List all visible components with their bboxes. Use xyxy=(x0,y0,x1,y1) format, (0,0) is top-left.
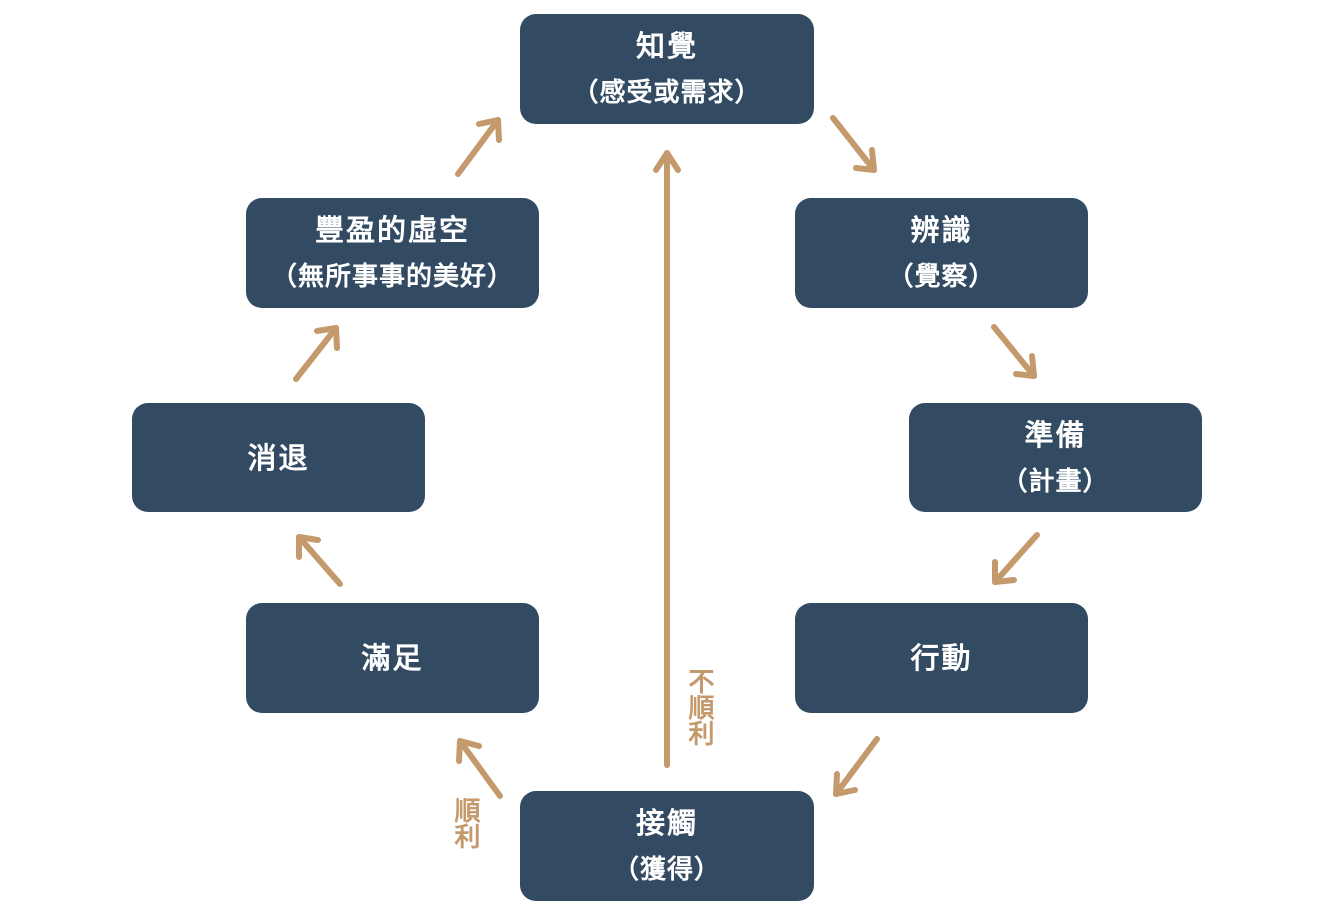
arrow-satisfy-to-fade xyxy=(296,534,343,587)
node-perception-title: 知覺 xyxy=(635,29,698,63)
node-prepare: 準備 （計畫） xyxy=(909,403,1202,512)
node-void-subtitle: （無所事事的美好） xyxy=(270,262,514,292)
node-action: 行動 xyxy=(795,603,1088,713)
arrow-identify-to-prepare xyxy=(991,324,1037,379)
node-contact-subtitle: （獲得） xyxy=(612,855,721,885)
label-smooth: 順利 xyxy=(450,797,480,849)
arrow-perception-to-identify xyxy=(830,115,877,173)
arrow-void-to-perception xyxy=(455,117,502,177)
node-void: 豐盈的虛空 （無所事事的美好） xyxy=(246,198,539,308)
label-not-smooth: 不順利 xyxy=(684,668,714,746)
node-perception-subtitle: （感受或需求） xyxy=(572,78,762,108)
node-fade: 消退 xyxy=(132,403,425,512)
node-identify: 辨識 （覺察） xyxy=(795,198,1088,308)
arrow-fade-to-void xyxy=(293,325,340,382)
arrow-prepare-to-action xyxy=(992,532,1040,585)
arrow-action-to-contact xyxy=(833,736,880,797)
arrow-contact-to-satisfy xyxy=(456,738,503,799)
node-satisfy: 滿足 xyxy=(246,603,539,713)
node-prepare-title: 準備 xyxy=(1024,417,1087,452)
node-fade-title: 消退 xyxy=(247,440,310,475)
node-action-title: 行動 xyxy=(910,641,973,675)
node-identify-subtitle: （覺察） xyxy=(887,262,996,292)
arrow-contact-to-perception xyxy=(653,150,681,768)
node-contact: 接觸 （獲得） xyxy=(520,791,814,901)
node-void-title: 豐盈的虛空 xyxy=(314,213,470,247)
node-identify-title: 辨識 xyxy=(910,213,973,247)
node-prepare-subtitle: （計畫） xyxy=(1001,466,1110,497)
node-satisfy-title: 滿足 xyxy=(361,641,424,675)
node-perception: 知覺 （感受或需求） xyxy=(520,14,814,124)
node-contact-title: 接觸 xyxy=(635,806,698,840)
